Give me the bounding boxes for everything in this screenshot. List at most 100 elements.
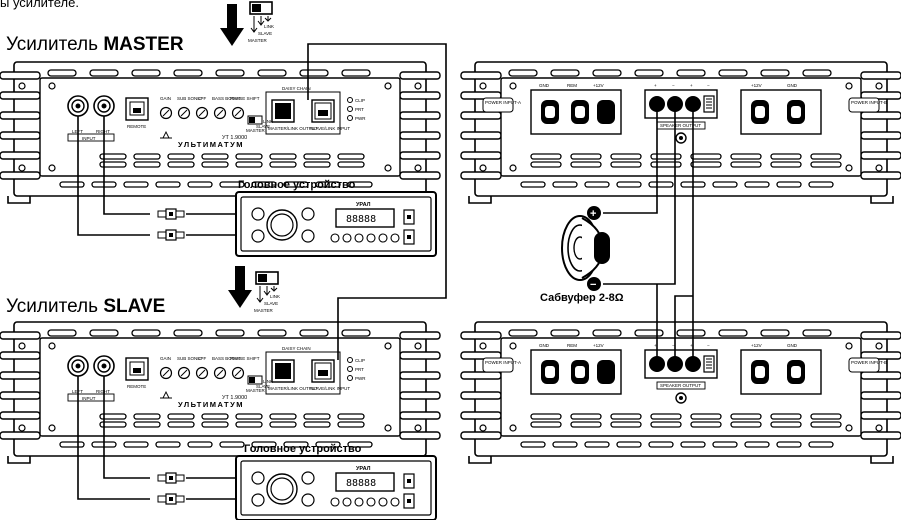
header-partial-text: ы усилителе.: [0, 0, 79, 10]
term-1-label: +: [654, 83, 657, 88]
svg-text:MASTER: MASTER: [248, 38, 268, 43]
rca-cable-master: [77, 116, 236, 236]
sw-slave-label: SLAVE: [256, 384, 270, 389]
remote-label: REMOTE: [127, 384, 146, 389]
clip-label: CLIP: [355, 358, 365, 363]
master-arrow-icon: [220, 4, 244, 46]
svg-text:SLAVE: SLAVE: [258, 31, 272, 36]
term-4-label: −: [707, 343, 710, 348]
plus12-left-label: +12V: [593, 343, 604, 348]
daisy-chain-label: DAISY CHAIN: [282, 346, 311, 351]
rem-label: REM: [567, 83, 577, 88]
term-2-label: −: [672, 83, 675, 88]
gain-label: GAIN: [160, 356, 171, 361]
term-2-label: −: [672, 343, 675, 348]
clip-label: CLIP: [355, 98, 365, 103]
svg-text:MASTER: MASTER: [254, 308, 274, 313]
master-amp-rear: POWER INPUT-A POWER INPUT-B GND REM +12V…: [460, 61, 901, 204]
phase-shift-label: PHASE SHIFT: [230, 356, 260, 361]
gain-label: GAIN: [160, 96, 171, 101]
subwoofer-icon: [561, 215, 610, 281]
master-amp-front: LEFT RIGHT INPUT REMOTE GAIN SUB SONIC L…: [0, 61, 441, 204]
daisy-chain-cable: [307, 43, 447, 360]
head-unit-display: 88888: [346, 478, 376, 489]
subwoofer-label: Сабвуфер 2-8Ω: [540, 292, 624, 304]
brand-logo: УЛЬТИМАТУМ: [178, 400, 244, 409]
master-switch-icon: LINK SLAVE MASTER: [248, 1, 274, 43]
term-4-label: −: [707, 83, 710, 88]
speaker-cable: [603, 104, 694, 372]
input-label: INPUT: [82, 136, 96, 141]
subsonic-label: SUB SONIC: [177, 96, 203, 101]
head-unit-master: УРАЛ 88888: [235, 191, 437, 257]
speaker-output-label: SPEAKER OUTPUT: [660, 123, 701, 128]
slave-link-input-label: SLAVE/LINK INPUT: [310, 386, 350, 391]
slave-amp-front: LEFT RIGHT INPUT REMOTE GAIN SUB SONIC L…: [0, 321, 441, 464]
plus12-right-label: +12V: [751, 83, 762, 88]
rca-plug-icon: [157, 208, 185, 220]
model-label: УТ 1.9000: [222, 135, 247, 141]
slave-arrow-icon: [228, 266, 252, 308]
subsonic-label: SUB SONIC: [177, 356, 203, 361]
slave-amp-rear: POWER INPUT-A POWER INPUT-B GND REM +12V…: [460, 321, 901, 464]
bass-boost-label: BASS BOOST: [212, 96, 241, 101]
svg-text:LINK: LINK: [270, 294, 280, 299]
input-label: INPUT: [82, 396, 96, 401]
sw-link-label: LINK: [263, 379, 273, 384]
rca-plug-icon: [157, 472, 185, 484]
svg-text:−: −: [590, 279, 596, 291]
speaker-output-label: SPEAKER OUTPUT: [660, 383, 701, 388]
bass-boost-label: BASS BOOST: [212, 356, 241, 361]
lpf-label: LPF: [198, 356, 207, 361]
rem-label: REM: [567, 343, 577, 348]
power-input-b-label: POWER INPUT-B: [851, 100, 887, 105]
input-right-label: RIGHT: [96, 389, 110, 394]
lpf-label: LPF: [198, 96, 207, 101]
sw-master-label: MASTER: [246, 128, 266, 133]
term-3-label: +: [690, 343, 693, 348]
slave-title: Усилитель SLAVE: [6, 296, 165, 317]
input-right-label: RIGHT: [96, 129, 110, 134]
pwr-label: PWR: [355, 376, 366, 381]
prt-label: PRT: [355, 367, 364, 372]
rca-plug-icon: [157, 229, 185, 241]
sw-link-label: LINK: [263, 119, 273, 124]
master-link-output-label: MASTER/LINK OUTPUT: [268, 126, 318, 131]
phase-shift-label: PHASE SHIFT: [230, 96, 260, 101]
power-input-a-label: POWER INPUT-A: [485, 100, 521, 105]
head-unit-display: 88888: [346, 214, 376, 225]
remote-label: REMOTE: [127, 124, 146, 129]
svg-text:+: +: [590, 208, 596, 220]
gnd-left-label: GND: [539, 343, 550, 348]
brand-logo: УЛЬТИМАТУМ: [178, 140, 244, 149]
gnd-right-label: GND: [787, 83, 798, 88]
rca-plug-icon: [157, 493, 185, 505]
gnd-left-label: GND: [539, 83, 550, 88]
slave-switch-icon: LINK SLAVE MASTER: [254, 271, 280, 313]
head-unit-brand: УРАЛ: [356, 466, 371, 472]
slave-link-input-label: SLAVE/LINK INPUT: [310, 126, 350, 131]
plus12-left-label: +12V: [593, 83, 604, 88]
plus12-right-label: +12V: [751, 343, 762, 348]
term-1-label: +: [654, 343, 657, 348]
master-title: Усилитель MASTER: [6, 34, 184, 55]
pwr-label: PWR: [355, 116, 366, 121]
sub-minus-icon: [587, 277, 601, 291]
sub-plus-icon: [587, 206, 601, 220]
model-label: УТ 1.9000: [222, 395, 247, 401]
head-unit-title-slave: Головное устройство: [244, 443, 362, 455]
sw-master-label: MASTER: [246, 388, 266, 393]
rca-cable-slave: [77, 376, 236, 500]
power-input-a-label: POWER INPUT-A: [485, 360, 521, 365]
power-input-b-label: POWER INPUT-B: [851, 360, 887, 365]
prt-label: PRT: [355, 107, 364, 112]
head-unit-brand: УРАЛ: [356, 202, 371, 208]
head-unit-slave: УРАЛ 88888: [235, 455, 437, 520]
daisy-chain-label: DAISY CHAIN: [282, 86, 311, 91]
svg-text:SLAVE: SLAVE: [264, 301, 278, 306]
gnd-right-label: GND: [787, 343, 798, 348]
svg-text:LINK: LINK: [264, 24, 274, 29]
sw-slave-label: SLAVE: [256, 124, 270, 129]
term-3-label: +: [690, 83, 693, 88]
